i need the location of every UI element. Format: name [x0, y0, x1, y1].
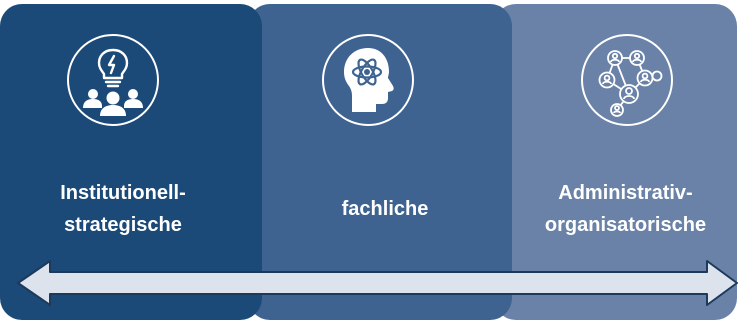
icon-badge: [322, 34, 414, 126]
lightbulb-team-icon: [83, 48, 143, 116]
head-atom-icon: [344, 48, 394, 112]
panel-label-institutional: Institutionell- strategische: [60, 182, 186, 236]
icon-badge: [581, 34, 673, 126]
panel-administrativ: Administrativ- organisatorische: [494, 4, 737, 320]
double-arrow-icon: [17, 260, 738, 306]
people-network-icon: [598, 50, 663, 117]
panel-label-administrativ: Administrativ- organisatorische: [544, 182, 707, 236]
icon-badge: [67, 34, 159, 126]
panel-fachlich: fachliche: [248, 4, 512, 320]
panel-label-fachlich: fachliche: [341, 198, 429, 220]
